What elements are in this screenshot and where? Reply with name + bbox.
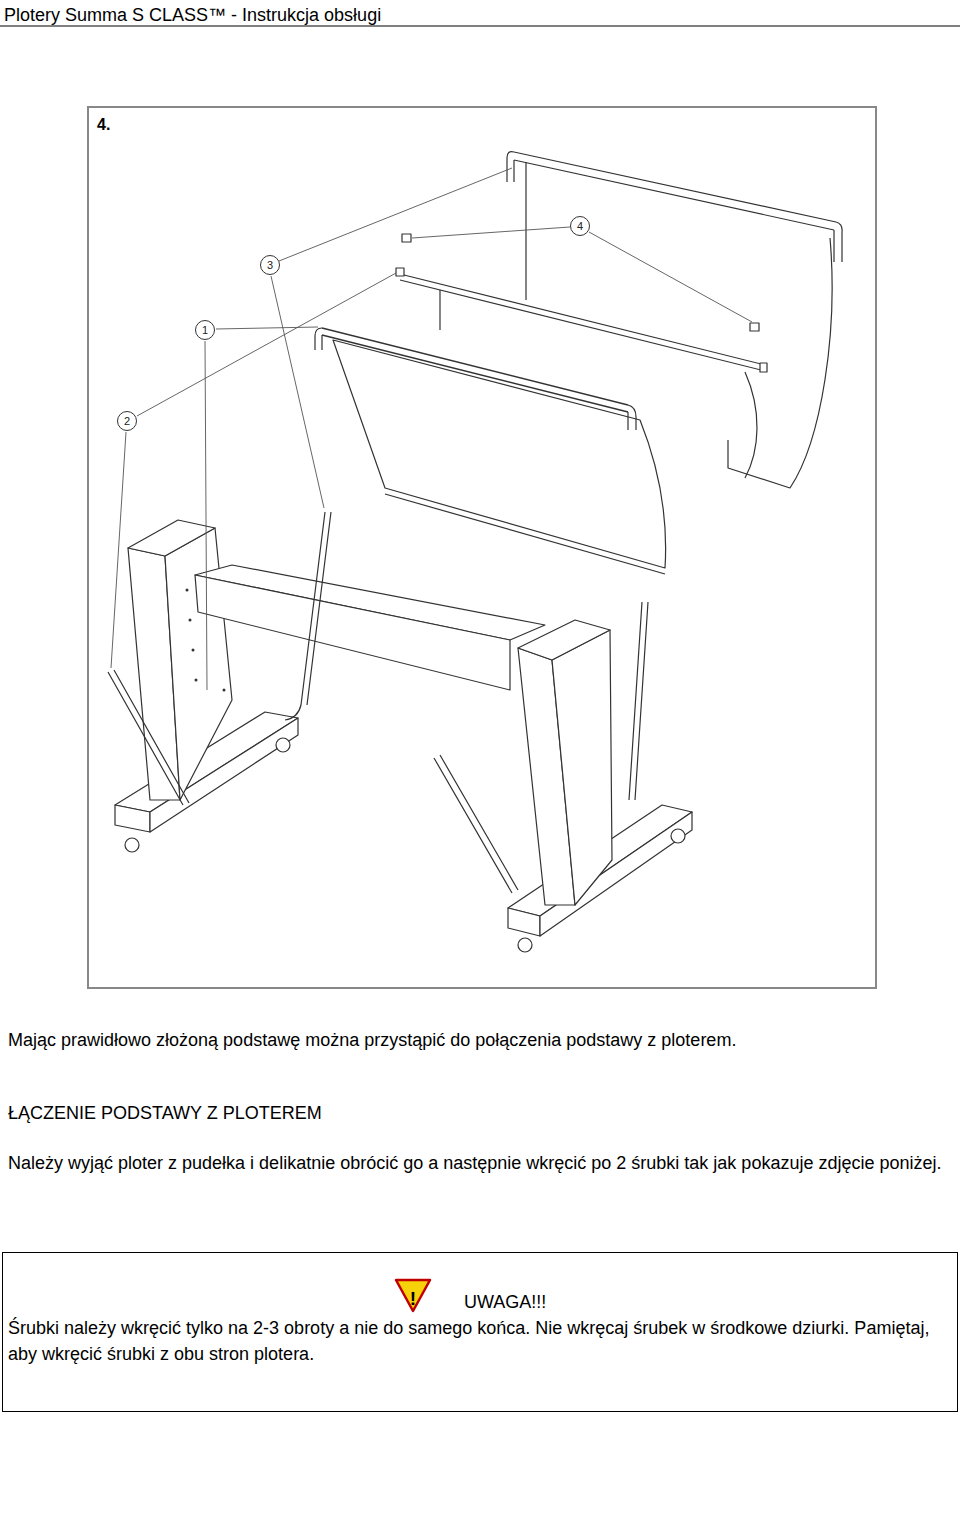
right-strut (434, 755, 518, 893)
back-sling (728, 238, 832, 488)
caster (671, 829, 685, 843)
leader-line (271, 276, 324, 508)
bracket (750, 323, 759, 331)
leader-line (205, 341, 207, 690)
back-rail-tip (834, 222, 842, 262)
figure-number: 4. (97, 112, 157, 137)
left-foot (115, 805, 150, 832)
running-header: Plotery Summa S CLASS™ - Instrukcja obsł… (4, 3, 944, 28)
front-rail-tip (315, 328, 322, 350)
right-column-top (518, 620, 610, 660)
bracket (396, 268, 404, 276)
leader-lines (111, 168, 752, 690)
bolt-hole (186, 589, 189, 592)
header-rule (0, 26, 960, 27)
rod-cap (760, 363, 767, 372)
leader-line (279, 168, 512, 261)
callout-circle: 4 (570, 216, 590, 236)
back-rail-tip (507, 152, 514, 182)
right-column (552, 630, 612, 905)
callout-number: 1 (196, 321, 214, 339)
leader-line (589, 232, 752, 322)
leader-line (137, 273, 396, 416)
crossbar (195, 575, 510, 690)
right-foot (508, 908, 540, 936)
front-rail-tip (628, 405, 636, 430)
warning-text: Śrubki należy wkręcić tylko na 2-3 obrot… (3, 1315, 957, 1377)
leader-line (216, 327, 318, 329)
middle-sheet-edge (439, 290, 440, 330)
body-paragraph: Mając prawidłowo złożoną podstawę można … (8, 1028, 952, 1053)
caster (518, 938, 532, 952)
section-heading: ŁĄCZENIE PODSTAWY Z PLOTEREM (8, 1101, 908, 1126)
callout-number: 4 (571, 217, 589, 235)
leader-line (412, 227, 570, 238)
upright-pole (285, 512, 331, 720)
leader-line (111, 432, 126, 668)
callout-circle: 2 (117, 411, 137, 431)
stand-drawing (108, 152, 842, 952)
bracket (402, 234, 411, 242)
bolt-hole (189, 619, 192, 622)
bolt-hole (192, 649, 195, 652)
front-sling (333, 340, 666, 568)
front-rail (322, 328, 628, 412)
left-strut (108, 670, 189, 805)
front-bottom-rod (385, 494, 665, 574)
callout-number: 3 (261, 256, 279, 274)
warning-box: UWAGA!!!Śrubki należy wkręcić tylko na 2… (2, 1252, 958, 1412)
left-column-top (128, 520, 215, 556)
bolt-hole (223, 689, 226, 692)
warning-mark: ! (394, 1277, 432, 1309)
middle-sling (745, 372, 757, 478)
caster (276, 738, 290, 752)
callout-number: 2 (118, 412, 136, 430)
back-rail (514, 152, 836, 230)
callout-circle: 1 (195, 320, 215, 340)
body-paragraph: Należy wyjąć ploter z pudełka i delikatn… (8, 1151, 952, 1176)
right-pole (629, 602, 648, 800)
warning-heading: UWAGA!!! (3, 1253, 957, 1315)
warning-triangle: ! (394, 1277, 432, 1313)
callout-circle: 3 (260, 255, 280, 275)
bolt-hole (195, 679, 198, 682)
caster (125, 838, 139, 852)
middle-rod (400, 274, 765, 371)
figure-frame (88, 107, 876, 988)
back-sheet-edge (525, 162, 526, 300)
